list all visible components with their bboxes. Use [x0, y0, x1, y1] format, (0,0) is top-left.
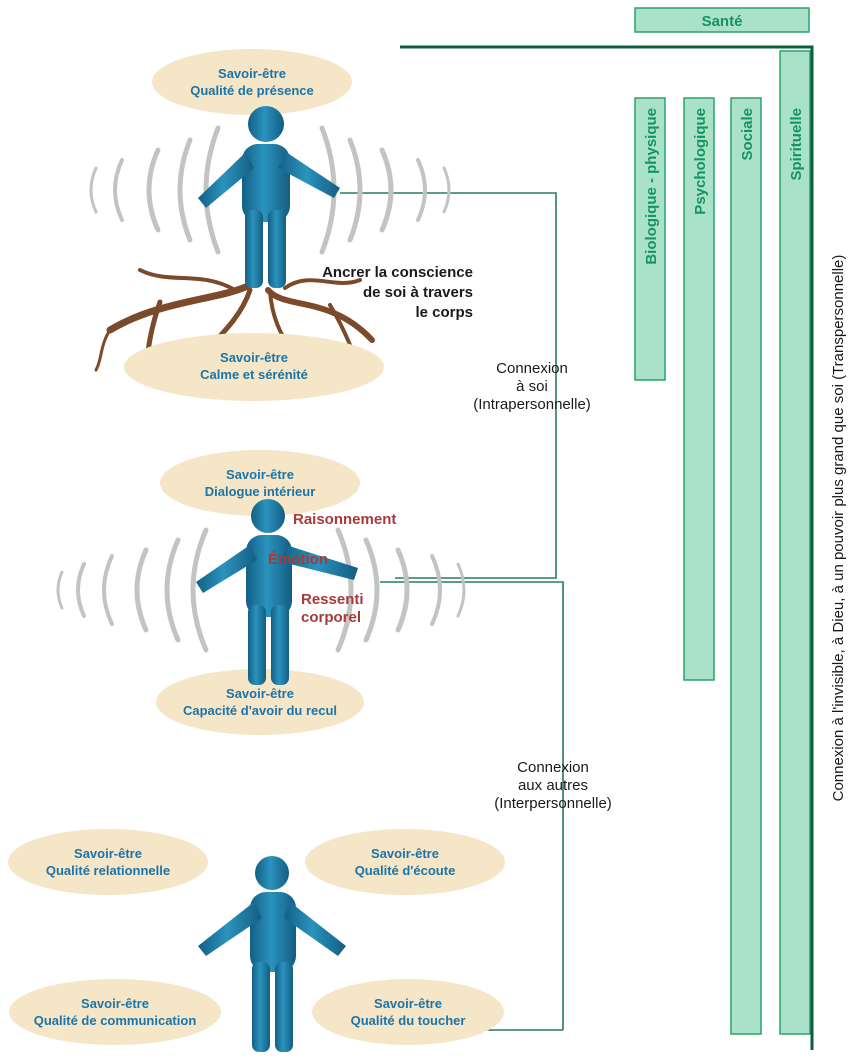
- sante-label: Santé: [702, 13, 743, 30]
- fig1-caption-line3: le corps: [415, 304, 473, 321]
- fig3-bottom-left-line1: Savoir-être: [81, 996, 149, 1011]
- connection-others-line3: (Interpersonnelle): [494, 795, 612, 812]
- fig3-bottom-right-line1: Savoir-être: [374, 996, 442, 1011]
- figure-1-body: [198, 106, 340, 288]
- fig3-top-left-line1: Savoir-être: [74, 846, 142, 861]
- fig2-top-line2: Dialogue intérieur: [205, 484, 316, 499]
- fig1-bottom-line2: Calme et sérénité: [200, 367, 308, 382]
- fig3-bottom-left-line2: Qualité de communication: [34, 1013, 197, 1028]
- fig3-top-left-ellipse: [8, 829, 208, 895]
- fig3-bottom-left-ellipse: [9, 979, 221, 1045]
- fig3-top-left-line2: Qualité relationnelle: [46, 863, 170, 878]
- connection-self-line3: (Intrapersonnelle): [473, 396, 591, 413]
- fig3-top-right-line1: Savoir-être: [371, 846, 439, 861]
- label-corporel: corporel: [301, 609, 361, 626]
- fig3-top-right-line2: Qualité d'écoute: [355, 863, 456, 878]
- sante-header-bar: [634, 7, 810, 33]
- transpersonal-label: Connexion à l'invisible, à Dieu, à un po…: [830, 255, 847, 802]
- fig1-caption-line2: de soi à travers: [363, 284, 473, 301]
- fig1-top-ellipse: [152, 49, 352, 115]
- fig2-bottom-ellipse: [156, 669, 364, 735]
- figure-2: Savoir-être Dialogue intérieur Savoir-êt…: [56, 450, 466, 735]
- bar-sociale: [730, 97, 762, 1035]
- figure-2-body: [196, 499, 358, 685]
- bar-biologique: [634, 97, 666, 381]
- fig2-bottom-line2: Capacité d'avoir du recul: [183, 703, 337, 718]
- label-ressenti: Ressenti: [301, 591, 364, 608]
- label-emotion: Émotion: [268, 551, 328, 568]
- figure-1: Savoir-être Qualité de présence Savoir-ê…: [89, 49, 473, 401]
- bar-psychologique-label: Psychologique: [692, 108, 709, 215]
- fig1-bottom-line1: Savoir-être: [220, 350, 288, 365]
- connection-others-line2: aux autres: [518, 777, 588, 794]
- bar-spirituelle-label: Spirituelle: [788, 108, 805, 181]
- health-bars: Santé Biologique - physique Psychologiqu…: [634, 7, 811, 1035]
- fig1-caption-line1: Ancrer la conscience: [322, 264, 473, 281]
- connection-self-line2: à soi: [516, 378, 548, 395]
- fig1-top-line1: Savoir-être: [218, 66, 286, 81]
- figure-3: Savoir-être Qualité relationnelle Savoir…: [8, 829, 505, 1052]
- fig2-bottom-line1: Savoir-être: [226, 686, 294, 701]
- bar-psychologique: [683, 97, 715, 681]
- fig3-bottom-right-line2: Qualité du toucher: [351, 1013, 466, 1028]
- fig2-top-line1: Savoir-être: [226, 467, 294, 482]
- figure-2-waves: [56, 527, 466, 653]
- connection-self-line1: Connexion: [496, 360, 568, 377]
- bar-sociale-label: Sociale: [739, 108, 756, 161]
- figure-1-waves: [89, 125, 451, 255]
- connection-others-line1: Connexion: [517, 759, 589, 776]
- fig1-top-line2: Qualité de présence: [190, 83, 314, 98]
- label-raisonnement: Raisonnement: [293, 511, 396, 528]
- fig3-bottom-right-ellipse: [312, 979, 504, 1045]
- figure-3-body: [198, 856, 346, 1052]
- bar-spirituelle: [779, 50, 811, 1035]
- transpersonal-connector: [400, 45, 814, 1050]
- fig3-top-right-ellipse: [305, 829, 505, 895]
- fig1-bottom-ellipse: [124, 333, 384, 401]
- bar-biologique-label: Biologique - physique: [643, 108, 660, 265]
- fig2-top-ellipse: [160, 450, 360, 516]
